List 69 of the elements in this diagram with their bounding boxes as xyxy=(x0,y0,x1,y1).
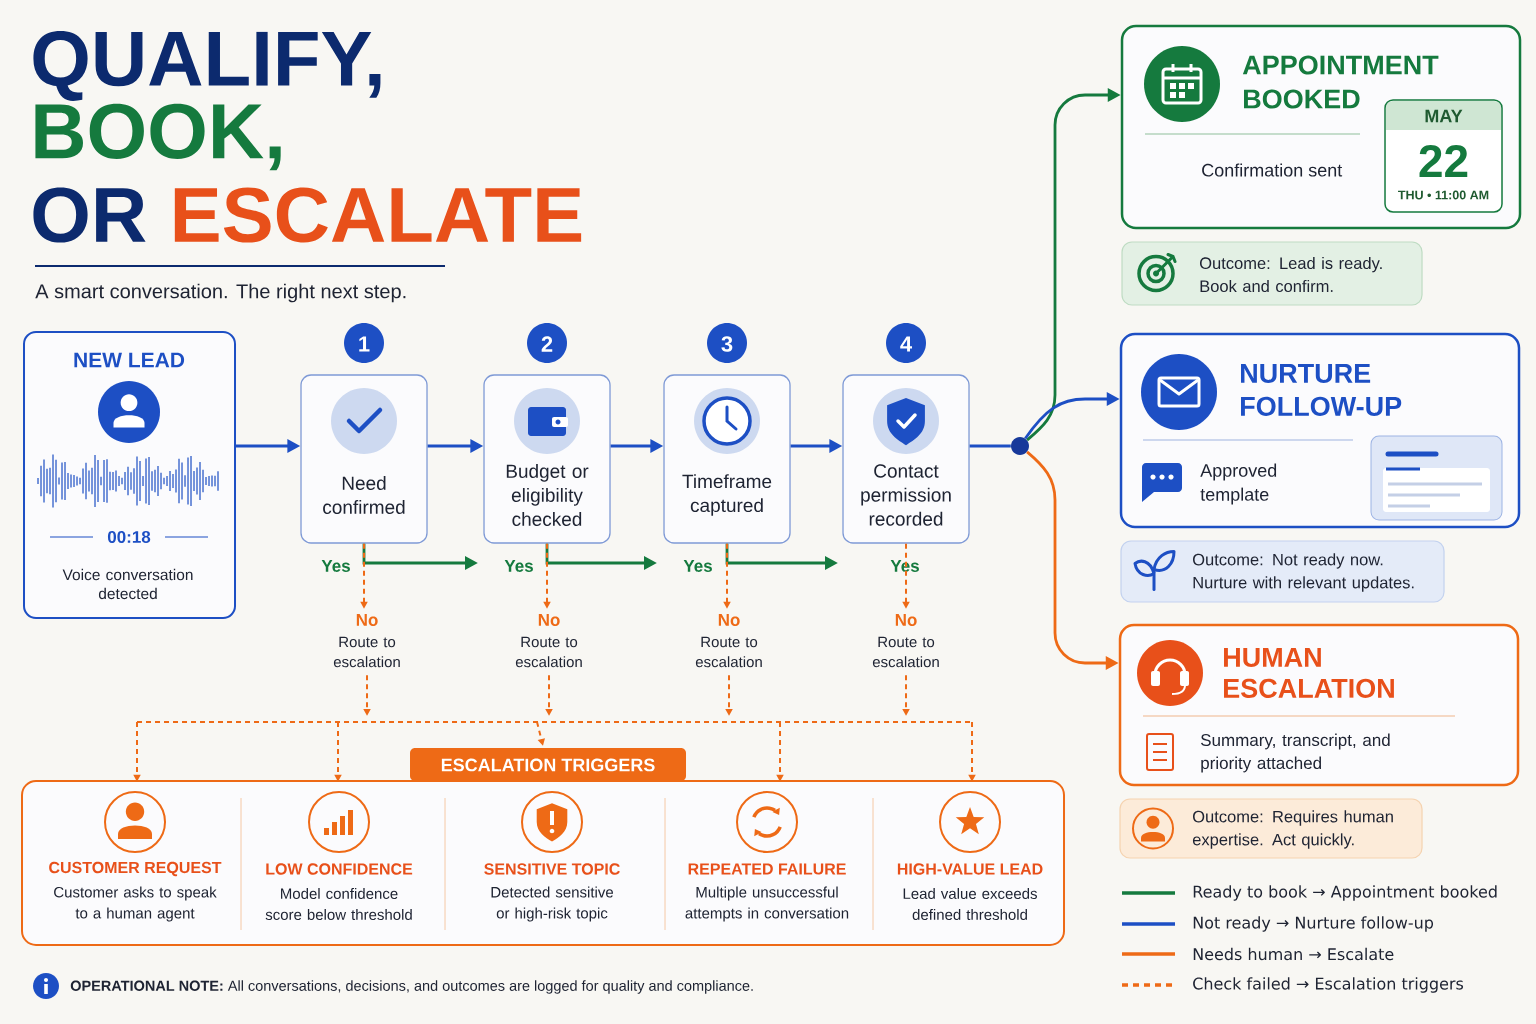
check-result: No xyxy=(356,614,378,626)
edge-label: Yes xyxy=(321,560,350,572)
card-text: Summary, transcript, and priority attached xyxy=(1201,733,1390,773)
card-heading: HUMAN ESCALATION xyxy=(1224,648,1394,698)
step-label: Need confirmed xyxy=(323,476,405,514)
result-card xyxy=(1118,623,1520,787)
outcome-card xyxy=(1121,241,1423,306)
calendar-day: 22 xyxy=(1419,144,1468,178)
outcome-text: Outcome: Lead is ready. Book and confirm. xyxy=(1200,256,1382,293)
step-card xyxy=(842,323,970,572)
outcome-text: Outcome: Requires human expertise. Act quickly. xyxy=(1192,810,1393,849)
trigger-panel xyxy=(21,748,1065,946)
route-text: Route to escalation xyxy=(515,636,582,668)
trigger-title: CUSTOMER REQUEST xyxy=(49,861,222,877)
step-number: 2 xyxy=(527,323,567,363)
route-text: Route to escalation xyxy=(333,636,400,668)
trigger-text: Detected sensitive or high-risk topic xyxy=(491,886,613,922)
step-card xyxy=(483,323,611,544)
step-card xyxy=(663,323,791,544)
outcome-text: Outcome: Not ready now. Nurture with relevant updates. xyxy=(1193,553,1414,592)
title: BOOK, xyxy=(35,103,281,171)
step-label: Timeframe captured xyxy=(682,474,772,516)
trigger-text: Lead value exceeds defined threshold xyxy=(903,888,1037,920)
trigger-title: SENSITIVE TOPIC xyxy=(484,863,620,875)
card-text: Voice conversation detected xyxy=(62,568,193,600)
edge-label: Yes xyxy=(504,560,533,572)
card-heading: NEW LEAD xyxy=(74,352,185,368)
trigger-title: REPEATED FAILURE xyxy=(688,863,846,875)
operational-note: OPERATIONAL NOTE: All conversations, decisions, and outcomes are logged for quality and compliance. xyxy=(70,980,753,994)
check-result: Yes xyxy=(890,560,919,572)
result-card xyxy=(1119,332,1521,529)
timer: 00:18 xyxy=(107,531,151,543)
legend-text: Check failed → Escalation triggers xyxy=(1193,977,1464,993)
check-result: No xyxy=(718,614,740,626)
calendar-time: THU • 11:00 AM xyxy=(1398,190,1489,200)
trigger-title: LOW CONFIDENCE xyxy=(266,863,413,875)
calendar-card xyxy=(1384,99,1503,213)
step-card xyxy=(300,323,428,544)
route-text: Route to escalation xyxy=(695,636,762,668)
calendar-month: MAY xyxy=(1425,109,1463,123)
trigger-text: Customer asks to speak to a human agent xyxy=(54,886,217,922)
panel-tab: ESCALATION TRIGGERS xyxy=(410,748,686,781)
legend-text: Needs human → Escalate xyxy=(1193,947,1394,961)
subtitle: A smart conversation. The right next step. xyxy=(35,283,406,303)
junction-dot xyxy=(1011,437,1029,455)
check-result: No xyxy=(538,614,560,626)
title: ESCALATE xyxy=(174,187,582,243)
legend-text: Not ready → Nurture follow-up xyxy=(1193,916,1434,932)
outcome-card xyxy=(1120,540,1445,603)
card-text: Confirmation sent xyxy=(1202,163,1343,177)
trigger-text: Multiple unsuccessful attempts in conversation xyxy=(685,886,849,922)
trigger-text: Model confidence score below threshold xyxy=(265,888,412,920)
title: OR xyxy=(33,187,146,243)
edge-label: Yes xyxy=(683,560,712,572)
title: QUALIFY, xyxy=(33,31,381,101)
step-number: 1 xyxy=(344,323,384,363)
route-text: Route to escalation xyxy=(872,636,939,668)
outcome-card xyxy=(1119,798,1423,859)
lead-card xyxy=(23,331,236,619)
step-number: 3 xyxy=(707,323,747,363)
step-number: 4 xyxy=(886,323,926,363)
legend-text: Ready to book → Appointment booked xyxy=(1193,885,1497,901)
card-heading: APPOINTMENT BOOKED xyxy=(1242,55,1439,109)
check-result: No xyxy=(895,614,917,626)
trigger-title: HIGH-VALUE LEAD xyxy=(897,863,1043,875)
card-text: Approved template xyxy=(1200,463,1277,505)
card-heading: NURTURE FOLLOW-UP xyxy=(1241,364,1402,416)
step-label: Budget or eligibility checked xyxy=(506,464,589,526)
step-label: Contact permission recorded xyxy=(861,464,951,526)
